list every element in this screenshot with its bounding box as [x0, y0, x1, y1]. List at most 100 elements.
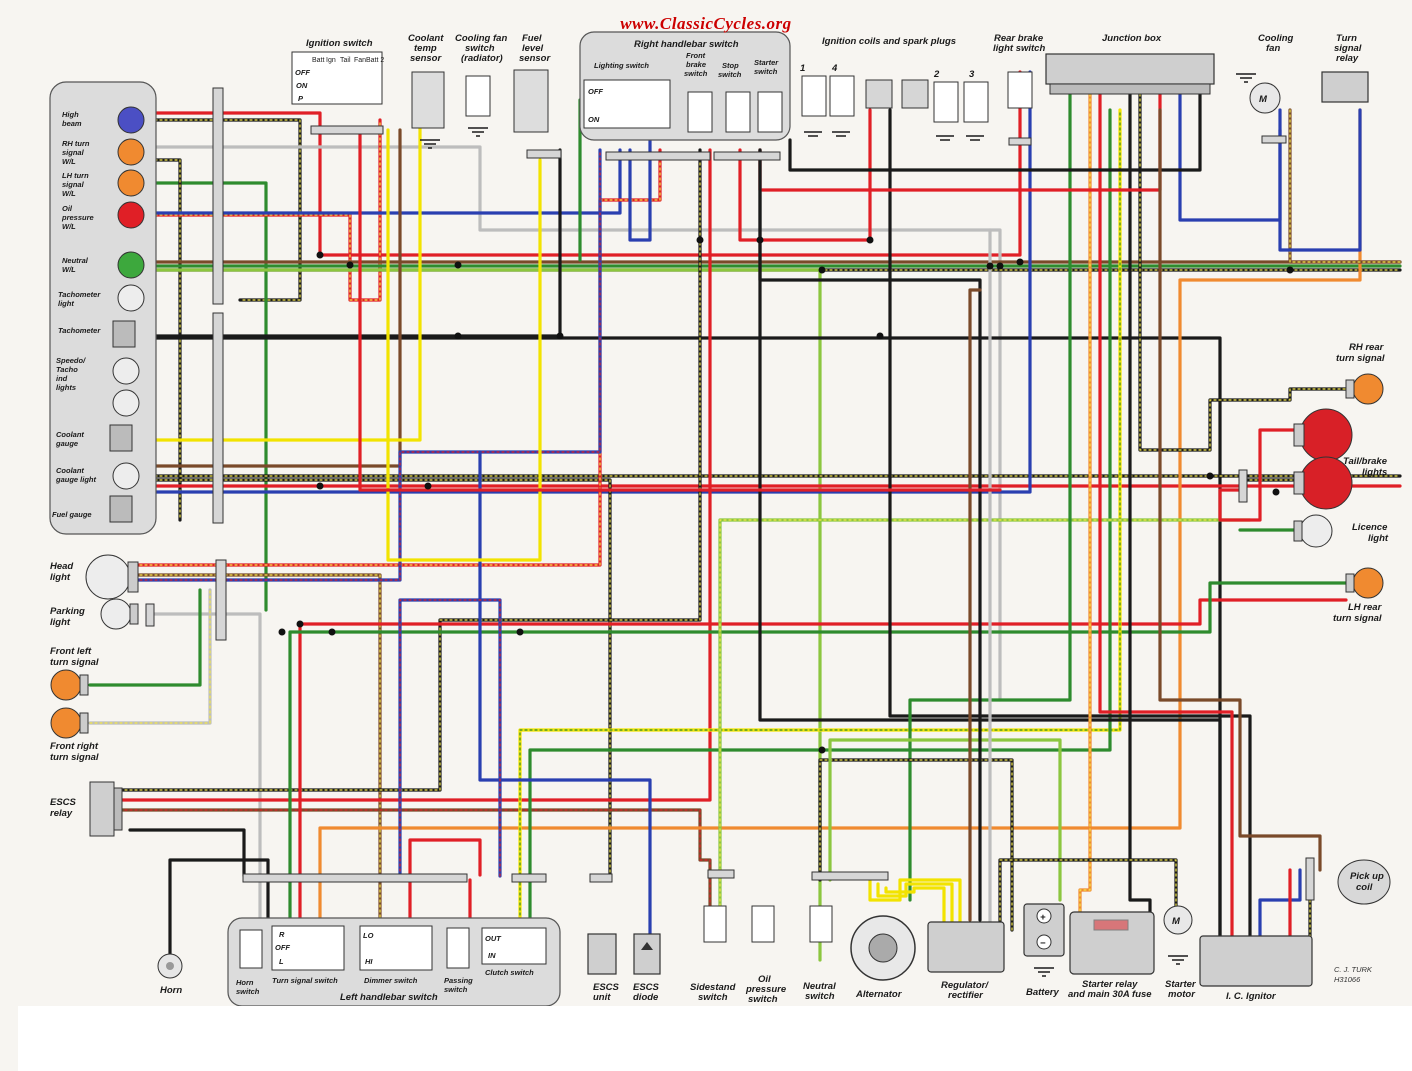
label-speedo-1: Speedo/ [56, 356, 86, 365]
blue-red-tracer [399, 599, 501, 877]
bottom-components: ESCS unit ESCS diode Sidestand switch Oi… [587, 857, 1391, 1005]
label-coolant-temp-2: temp [414, 43, 437, 54]
black-yellow-tracer [139, 479, 611, 881]
label-escs-diode-2: diode [633, 992, 659, 1003]
cooling-fan-motor-icon [1249, 82, 1281, 114]
label-parking-2: light [50, 617, 71, 628]
rear-lights: RH rear turn signal Tail/brake lights Li… [1238, 342, 1389, 624]
label-tsr-2: signal [1334, 43, 1362, 54]
label-fuel-level-3: sensor [519, 53, 551, 64]
coil-pack-1 [865, 79, 893, 109]
junction-dot [996, 262, 1004, 270]
black-wire [118, 148, 702, 792]
junction-dot [424, 482, 432, 490]
orange-wire [1078, 92, 1092, 914]
red-wire [1098, 92, 1234, 938]
speedo-light-bulb-icon-2 [112, 389, 140, 417]
black-wire [1128, 92, 1152, 914]
orange-yellow-tracer [1079, 93, 1091, 913]
label-rh-turn-2: signal [62, 148, 85, 157]
brown-wire [968, 288, 982, 922]
label-reg-1: Regulator/ [941, 980, 989, 991]
ground-icon [1034, 967, 1054, 977]
label-coolant-temp-3: sensor [410, 53, 442, 64]
coil-2-icon [933, 81, 959, 123]
label-coolant-temp-1: Coolant [408, 33, 444, 44]
blue-wire [148, 148, 622, 215]
rear-brake-switch-icon [1007, 71, 1033, 109]
green-wire [88, 588, 202, 687]
label-parking-1: Parking [50, 606, 85, 617]
light-pos-on: ON [588, 115, 600, 124]
brown-yellow-tracer [129, 574, 381, 931]
junction-dot [296, 620, 304, 628]
stop-switch-icon [725, 91, 751, 133]
label-cfs-1: Cooling fan [455, 33, 507, 44]
label-cooling-fan-2: fan [1266, 43, 1280, 54]
label-tail-1: Tail/brake [1343, 456, 1388, 467]
junction-dot [516, 628, 524, 636]
dimmer-pos-lo: LO [363, 931, 374, 940]
red-yellow-tracer [149, 119, 381, 301]
escs-unit-box [587, 933, 617, 975]
black-wire [788, 92, 1202, 172]
turn-signal-relay-box [1321, 71, 1369, 103]
credit-author: C. J. TURK [1334, 965, 1373, 974]
turn-pos-off: OFF [275, 943, 290, 952]
ign-pos-p: P [298, 94, 304, 103]
ic-ignitor-box [1199, 935, 1313, 987]
neutral-switch-icon [809, 905, 833, 943]
horn-switch-icon [239, 929, 263, 969]
neutral-indicator-bulb-icon [117, 251, 145, 279]
lh-turn-indicator-bulb-icon [117, 169, 145, 197]
white-wire [148, 145, 1002, 702]
label-ign-coils: Ignition coils and spark plugs [822, 36, 956, 47]
junction-dot [556, 332, 564, 340]
left-handlebar-switch: R OFF L LO HI OUT IN Horn switch Turn si… [227, 873, 561, 1007]
label-coolant-light-1: Coolant [56, 466, 84, 475]
label-cooling-fan-1: Cooling [1258, 33, 1294, 44]
starter-motor-icon [1163, 905, 1193, 935]
junction-dot [346, 261, 354, 269]
green-wire [288, 581, 1348, 932]
ign-pos-off: OFF [295, 68, 310, 77]
red-wire [298, 598, 1348, 932]
footer-strip [18, 1006, 1412, 1071]
label-fuel-level-2: level [522, 43, 543, 54]
starter-relay-box [1069, 911, 1155, 975]
label-oil-3: W/L [62, 222, 76, 231]
label-coolant-gauge-2: gauge [55, 439, 78, 448]
escs-diode-box [633, 933, 661, 975]
dimmer-switch-icon [359, 925, 433, 971]
black-wire [888, 108, 1252, 938]
label-coolant-gauge-1: Coolant [56, 430, 84, 439]
label-starter-relay-1: Starter relay [1082, 979, 1138, 990]
label-tsr-1: Turn [1336, 33, 1357, 44]
blue-wire [1258, 868, 1302, 938]
junction-dot [1286, 266, 1294, 274]
label-battery: Battery [1026, 987, 1059, 998]
turn-pos-l: L [279, 957, 284, 966]
tachometer-unit [112, 320, 136, 348]
brown-red-tracer [119, 809, 711, 907]
label-neutral-2: W/L [62, 265, 76, 274]
coil-1-icon [801, 75, 827, 117]
junction-dot [316, 251, 324, 259]
starter-motor-m: M [1172, 916, 1181, 927]
oil-pressure-switch-icon [751, 905, 775, 943]
blue-wire [138, 70, 1032, 494]
cooling-fan-switch-icon [465, 75, 491, 117]
label-rbs-2: light switch [993, 43, 1045, 54]
footer-url[interactable]: www.ClassicCycles.org [620, 14, 792, 33]
sidestand-switch-icon [703, 905, 727, 943]
plug-2: 2 [933, 69, 940, 80]
blue-wire [478, 450, 652, 962]
credit-code: H31066 [1334, 975, 1361, 984]
black-yellow-tracer [999, 859, 1177, 931]
pick-up-coil-icon [1337, 859, 1391, 905]
label-cfs-3: (radiator) [461, 53, 503, 64]
licence-light-bulb-icon [1299, 514, 1333, 548]
label-licence-1: Licence [1352, 522, 1388, 533]
label-neutral-1: Neutral [62, 256, 89, 265]
fuel-gauge-unit [109, 495, 133, 523]
